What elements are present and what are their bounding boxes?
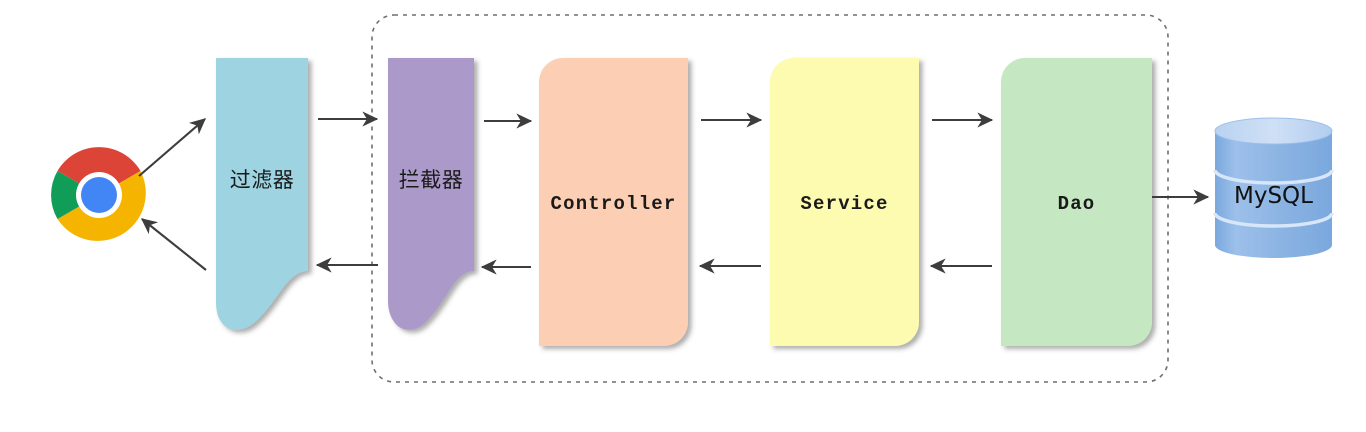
dao-shape bbox=[1001, 58, 1152, 346]
controller-shape bbox=[539, 58, 688, 346]
interceptor-shape bbox=[388, 58, 474, 330]
mysql-band-upper bbox=[1213, 169, 1334, 185]
server-boundary bbox=[371, 14, 1169, 383]
arrow-layer bbox=[138, 111, 1210, 275]
chrome-blue-center bbox=[81, 177, 117, 213]
filter-shape bbox=[216, 58, 308, 330]
arrow-filter-to-browser bbox=[141, 218, 207, 271]
dao-node[interactable] bbox=[1001, 58, 1152, 346]
filter-node[interactable] bbox=[216, 58, 308, 330]
mysql-database[interactable] bbox=[1213, 117, 1334, 259]
controller-node[interactable] bbox=[539, 58, 688, 346]
chrome-red-segment bbox=[57, 147, 141, 195]
service-shape bbox=[770, 58, 919, 346]
interceptor-node[interactable] bbox=[388, 58, 474, 330]
chrome-browser[interactable] bbox=[51, 147, 147, 243]
service-node[interactable] bbox=[770, 58, 919, 346]
chrome-green-segment bbox=[51, 171, 99, 219]
arrow-browser-to-filter bbox=[138, 118, 206, 177]
mysql-cylinder-body bbox=[1215, 131, 1332, 259]
mysql-cylinder-top bbox=[1214, 117, 1333, 145]
mysql-band-lower bbox=[1213, 212, 1334, 228]
